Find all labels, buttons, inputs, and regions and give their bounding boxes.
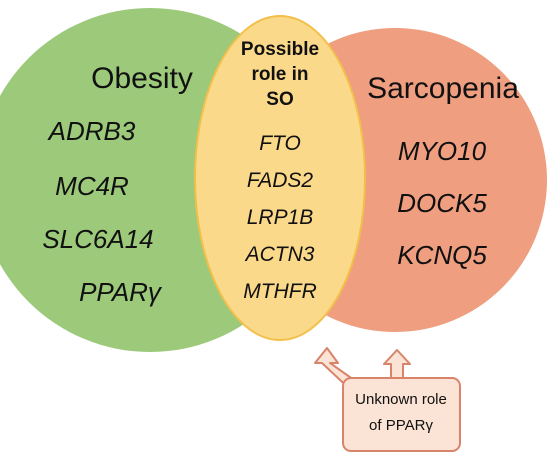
obesity-gene-label: ADRB3 [47,116,136,146]
overlap-gene-label: ACTN3 [244,243,315,266]
obesity-gene-label: PPARγ [79,277,163,307]
sarcopenia-gene-label: MYO10 [398,136,487,166]
callout-box [342,377,461,452]
overlap-title-line: role in [251,64,308,85]
obesity-title: Obesity [91,62,193,95]
overlap-title-line: Possible [241,39,319,60]
obesity-gene-label: MC4R [55,171,129,201]
obesity-gene-label: SLC6A14 [42,224,153,254]
overlap-title-line: SO [266,89,293,110]
callout-text-line: Unknown role [355,391,447,408]
overlap-gene-label: MTHFR [243,280,316,303]
sarcopenia-gene-label: KCNQ5 [397,240,487,270]
callout-text-line: of PPARγ [369,417,433,434]
overlap-gene-label: LRP1B [247,206,314,229]
overlap-gene-label: FADS2 [247,169,313,192]
overlap-ellipse [194,15,366,341]
overlap-gene-label: FTO [259,132,301,155]
sarcopenia-gene-label: DOCK5 [397,188,487,218]
sarcopenia-title: Sarcopenia [367,72,519,105]
